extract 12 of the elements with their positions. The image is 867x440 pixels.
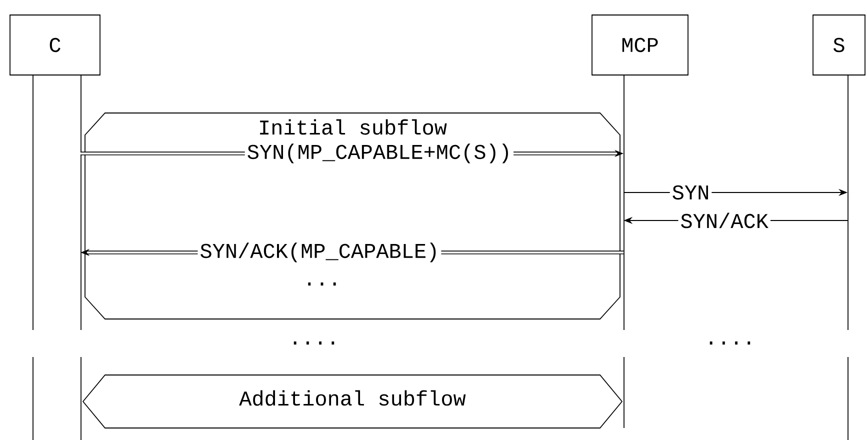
ellipsis: .... — [710, 341, 750, 345]
subflow-title: Additional subflow — [239, 390, 466, 406]
participant-box: C — [10, 14, 100, 76]
participant-box: MCP — [592, 14, 688, 76]
ellipsis: .... — [294, 341, 334, 345]
edge-label: SYN(MP_CAPABLE+MC(S)) — [248, 144, 508, 164]
edge-label: SYN/ACK(MP_CAPABLE) — [200, 242, 436, 262]
edge-label: SYN/ACK — [681, 212, 768, 228]
participant-box: S — [812, 14, 866, 76]
ellipsis: ... — [308, 282, 336, 286]
subflow-title: Initial subflow — [260, 119, 447, 135]
edge-label: SYN — [672, 185, 708, 200]
